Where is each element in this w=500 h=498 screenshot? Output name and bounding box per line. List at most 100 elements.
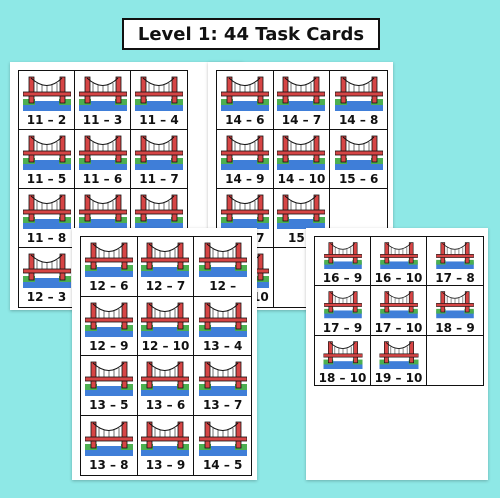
task-card: 13 – 4: [194, 296, 251, 356]
task-card: 13 – 7: [194, 356, 251, 416]
task-card: 11 – 8: [19, 189, 75, 248]
task-card-sheet-3: 12 – 6 12 – 7 12 – 12 – 9 12 – 10 13 – 4…: [72, 228, 257, 480]
golden-gate-bridge-icon: [375, 241, 423, 269]
task-card: 18 – 10: [315, 335, 371, 385]
card-label: 19 – 10: [374, 370, 423, 385]
task-card: 11 – 3: [75, 71, 131, 130]
task-card: 17 – 9: [315, 286, 371, 336]
card-grid: 12 – 6 12 – 7 12 – 12 – 9 12 – 10 13 – 4…: [80, 236, 252, 476]
task-card-sheet-1: 11 – 2 11 – 3 11 – 4 11 – 5 11 – 6 11 – …: [10, 62, 243, 310]
golden-gate-bridge-icon: [135, 75, 183, 111]
golden-gate-bridge-icon: [23, 134, 71, 170]
golden-gate-bridge-icon: [79, 193, 127, 229]
task-card: 16 – 9: [315, 237, 371, 287]
golden-gate-bridge-icon: [141, 301, 189, 337]
card-label: 14 – 8: [338, 113, 379, 127]
task-card: 12 – 10: [137, 296, 195, 356]
task-card: 14 – 8: [330, 71, 387, 130]
task-card: 19 – 10: [371, 335, 427, 385]
task-card: 11 – 7: [131, 130, 187, 189]
card-label: 11 – 5: [26, 172, 67, 186]
task-card-sheet-4: 16 – 9 16 – 10 17 – 8 17 – 9 17 – 10 18 …: [306, 228, 488, 480]
golden-gate-bridge-icon: [375, 290, 423, 318]
golden-gate-bridge-icon: [199, 420, 247, 456]
golden-gate-bridge-icon: [141, 420, 189, 456]
golden-gate-bridge-icon: [221, 134, 269, 170]
golden-gate-bridge-icon: [79, 134, 127, 170]
card-label: 12 – 10: [141, 338, 190, 353]
card-label: 14 – 6: [225, 113, 265, 127]
card-label: 14 – 9: [225, 172, 265, 186]
golden-gate-bridge-icon: [277, 75, 325, 111]
card-label: 11 – 4: [139, 113, 179, 127]
golden-gate-bridge-icon: [23, 252, 71, 288]
golden-gate-bridge-icon: [23, 75, 71, 111]
card-label: 13 – 4: [202, 338, 243, 353]
card-label: 13 – 9: [145, 457, 186, 472]
card-label: 13 – 6: [145, 398, 186, 412]
task-card: 12 –: [194, 237, 251, 297]
card-label: 12 – 9: [89, 338, 129, 353]
card-label: 12 –: [209, 279, 237, 293]
task-card: 17 – 8: [427, 237, 483, 287]
golden-gate-bridge-icon: [375, 340, 423, 369]
task-card: 12 – 9: [81, 296, 138, 356]
card-label: 16 – 10: [374, 271, 423, 286]
golden-gate-bridge-icon: [319, 340, 367, 369]
card-label: 17 – 9: [322, 320, 363, 335]
card-label: 11 – 3: [82, 113, 123, 127]
task-card: 11 – 2: [19, 71, 75, 130]
task-card: 11 – 5: [19, 130, 75, 189]
golden-gate-bridge-icon: [141, 241, 189, 277]
golden-gate-bridge-icon: [221, 193, 269, 229]
task-card: 17 – 10: [371, 286, 427, 336]
golden-gate-bridge-icon: [199, 360, 247, 396]
task-card: 12 – 3: [19, 248, 75, 307]
golden-gate-bridge-icon: [79, 75, 127, 111]
card-grid: 16 – 9 16 – 10 17 – 8 17 – 9 17 – 10 18 …: [314, 236, 484, 386]
task-card-empty: [427, 335, 483, 385]
card-label: 14 – 7: [281, 113, 322, 127]
golden-gate-bridge-icon: [199, 301, 247, 337]
golden-gate-bridge-icon: [85, 301, 133, 337]
card-label: 11 – 2: [26, 113, 67, 127]
card-label: 17 – 8: [435, 271, 475, 286]
task-card: 12 – 6: [81, 237, 138, 297]
golden-gate-bridge-icon: [141, 360, 189, 396]
task-card: 13 – 6: [137, 356, 195, 416]
task-card: 13 – 9: [137, 415, 195, 475]
card-grid: 11 – 2 11 – 3 11 – 4 11 – 5 11 – 6 11 – …: [18, 70, 188, 308]
task-card: 14 – 6: [217, 71, 274, 130]
golden-gate-bridge-icon: [135, 193, 183, 229]
golden-gate-bridge-icon: [335, 75, 383, 111]
task-card: 15 – 6: [330, 130, 387, 189]
golden-gate-bridge-icon: [85, 420, 133, 456]
card-label: 11 – 8: [26, 231, 67, 245]
golden-gate-bridge-icon: [85, 241, 133, 277]
golden-gate-bridge-icon: [431, 290, 479, 318]
golden-gate-bridge-icon: [431, 241, 479, 269]
task-card: 14 – 10: [273, 130, 331, 189]
task-card: 12 – 7: [137, 237, 195, 297]
card-label: 18 – 10: [318, 370, 367, 385]
card-label: 11 – 6: [82, 172, 123, 186]
task-card: 14 – 7: [273, 71, 331, 130]
golden-gate-bridge-icon: [135, 134, 183, 170]
task-card: 14 – 9: [217, 130, 274, 189]
golden-gate-bridge-icon: [199, 241, 247, 277]
card-label: 18 – 9: [435, 320, 475, 335]
task-card: 18 – 9: [427, 286, 483, 336]
card-label: 11 – 7: [139, 172, 179, 186]
task-card: 11 – 6: [75, 130, 131, 189]
card-label: 15 – 6: [338, 172, 379, 186]
golden-gate-bridge-icon: [221, 75, 269, 111]
task-card: 11 – 4: [131, 71, 187, 130]
golden-gate-bridge-icon: [319, 290, 367, 318]
golden-gate-bridge-icon: [85, 360, 133, 396]
card-label: 14 – 10: [277, 172, 326, 186]
golden-gate-bridge-icon: [277, 193, 325, 229]
page-title: Level 1: 44 Task Cards: [122, 18, 380, 50]
card-label: 12 – 7: [145, 279, 186, 293]
card-label: 16 – 9: [322, 271, 363, 286]
card-label: 13 – 5: [89, 398, 129, 412]
